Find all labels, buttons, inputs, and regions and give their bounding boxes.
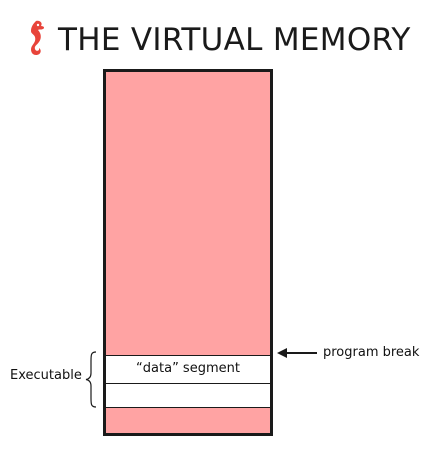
curly-brace-icon bbox=[85, 351, 97, 408]
data-segment-label: “data” segment bbox=[136, 361, 240, 376]
executable-label: Executable bbox=[10, 368, 82, 383]
seahorse-icon bbox=[31, 20, 45, 55]
program-break-label: program break bbox=[323, 345, 420, 360]
page-title: THE VIRTUAL MEMORY bbox=[58, 22, 411, 58]
data-segment: “data” segment bbox=[106, 355, 270, 383]
arrow-left-icon bbox=[277, 348, 317, 358]
virtual-memory-block: “data” segment bbox=[103, 69, 273, 436]
text-segment bbox=[106, 383, 270, 408]
